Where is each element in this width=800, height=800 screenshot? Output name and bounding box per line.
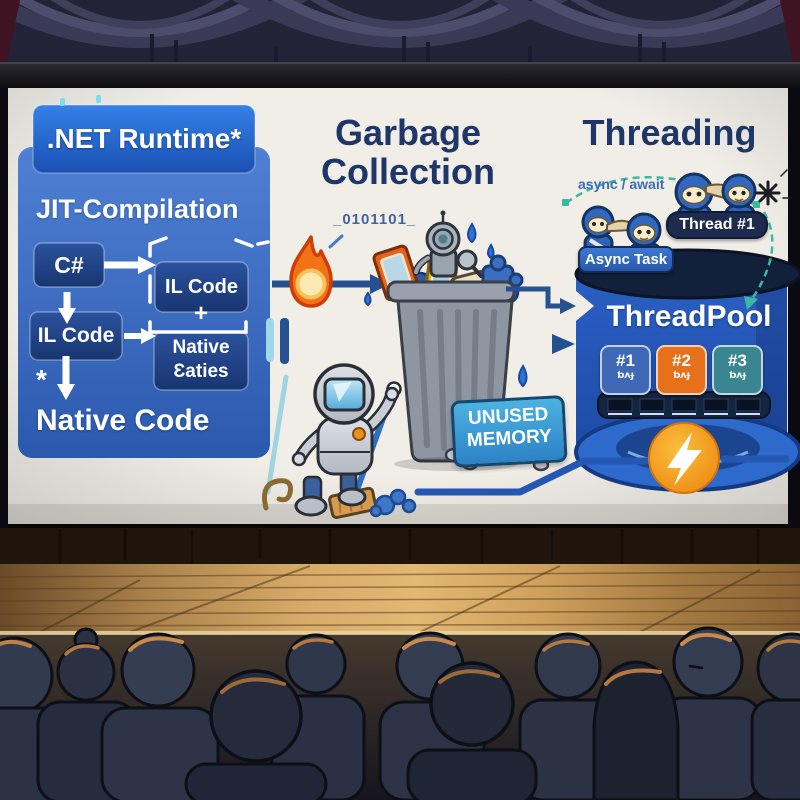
edge-notch	[576, 291, 594, 321]
dust-pile-icon	[369, 488, 417, 518]
motion-dash	[328, 234, 344, 249]
threading-title: Threading	[582, 112, 757, 153]
pool-arrow	[512, 334, 575, 354]
chest-badge	[352, 427, 366, 441]
curtain	[0, 0, 800, 64]
bracket-marks	[148, 236, 270, 334]
screen-bezel	[0, 62, 800, 88]
sign-line2: MEMORY	[466, 426, 553, 452]
worker-id: #2	[672, 351, 691, 370]
staff-icon	[265, 374, 289, 495]
gc-title-line1: Garbage	[334, 112, 482, 153]
worker-sub: ƅʌɟ	[728, 369, 747, 381]
csharp-box-label: C#	[54, 252, 84, 278]
garbage-collection-title: Garbage Collection	[298, 112, 518, 192]
flow-chevron	[414, 455, 790, 496]
sign-line1: UNUSED	[467, 403, 549, 430]
thread-badge: Thread #1	[666, 211, 768, 239]
worker-card-1: #1 ƅʌɟ	[600, 345, 651, 395]
audience-member	[406, 661, 538, 800]
native-box-label: Native Ɛaties	[154, 336, 248, 384]
unused-memory-sign: UNUSED MEMORY	[450, 395, 568, 468]
native-box-line1: Native	[172, 337, 230, 358]
plus-sign: +	[193, 300, 208, 327]
jit-heading: JIT-Compilation	[36, 194, 239, 224]
flame-icon	[289, 235, 333, 308]
stage-floor	[0, 524, 800, 635]
janitor-robot-icon	[262, 363, 417, 520]
teal-flow-markers	[562, 199, 760, 310]
async-await-label: async / await	[578, 176, 665, 192]
magnifier-icon	[456, 249, 478, 271]
vent-tray	[597, 391, 771, 419]
worker-id: #3	[728, 351, 747, 370]
trash-robot-icon	[412, 210, 483, 278]
worker-sub: ƅʌɟ	[616, 369, 635, 381]
worker-card-3: #3 ƅʌɟ	[712, 345, 763, 395]
gc-title-line2: Collection	[320, 150, 495, 192]
audience-member	[592, 660, 680, 800]
lightning-icon	[648, 422, 720, 494]
native-code-label: Native Code	[36, 404, 210, 437]
shuriken-icon	[755, 169, 792, 206]
jit-flowchart-boxes	[29, 242, 249, 391]
pause-bars	[266, 318, 289, 364]
cane-icon	[262, 478, 293, 511]
net-runtime-title: .NET Runtime*	[46, 123, 242, 154]
audience	[0, 626, 800, 800]
audience-member	[184, 669, 328, 800]
flow-arrows	[57, 256, 156, 400]
il-code-box-left-label: IL Code	[37, 324, 115, 347]
native-box-line2: Ɛaties	[173, 360, 229, 382]
step-connector	[506, 286, 576, 314]
async-task-badge: Async Task	[578, 246, 674, 273]
audience-member	[656, 626, 764, 800]
asterisk-mark: *	[36, 364, 47, 395]
threadpool-label: ThreadPool	[606, 300, 772, 333]
worker-sub: ƅʌɟ	[672, 369, 691, 381]
il-code-box-right-label: IL Code	[165, 276, 238, 298]
audience-member	[750, 632, 800, 800]
worker-card-2: #2 ƅʌɟ	[656, 345, 707, 395]
worker-id: #1	[616, 351, 635, 370]
binary-label: _0101101_	[333, 211, 417, 228]
